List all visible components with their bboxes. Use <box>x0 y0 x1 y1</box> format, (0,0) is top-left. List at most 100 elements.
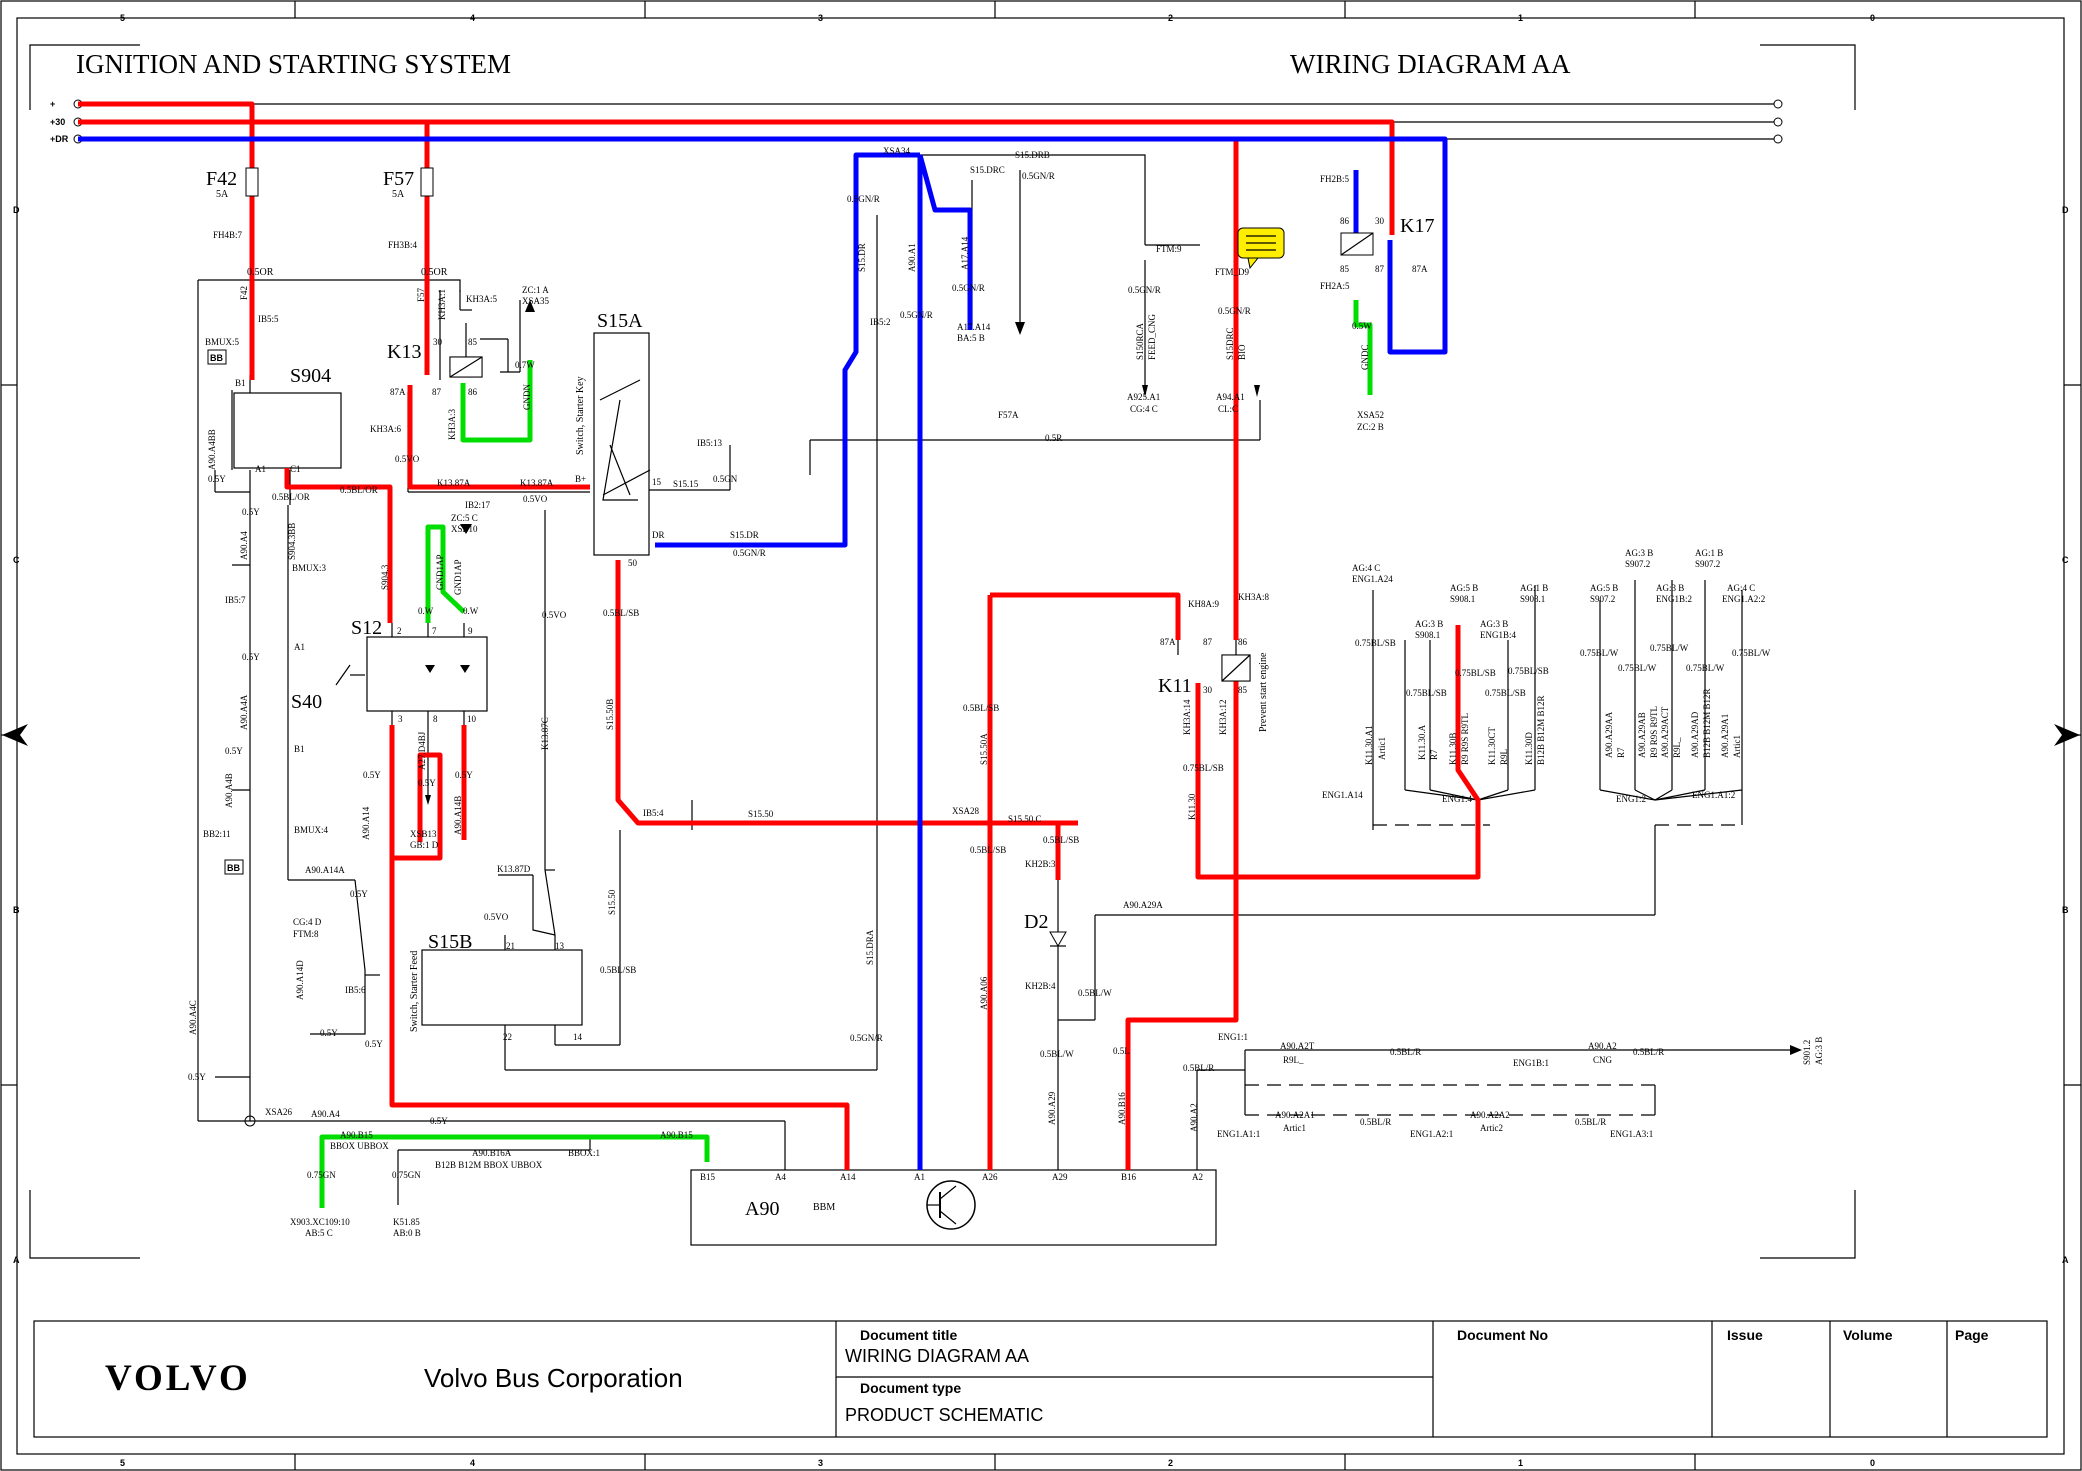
wire-label: A90.B16A <box>472 1148 512 1158</box>
wire-label: A94.A1 <box>1216 392 1245 402</box>
a90-pin: A26 <box>982 1172 998 1182</box>
row-label: C <box>2062 555 2069 565</box>
wire-label: CG:4 C <box>1130 404 1158 414</box>
wire-label: 0.5BL/OR <box>272 492 310 502</box>
wire-label: XSB13 <box>410 829 437 839</box>
wire-label: R9L_ <box>1283 1055 1304 1065</box>
wire-label: A1 <box>255 464 266 474</box>
wire-label: XSA34 <box>883 146 911 156</box>
wire-label: 0.5Y <box>208 474 226 484</box>
wire-label: S901.2 <box>1802 1040 1812 1065</box>
wire-label: 0.5BL/SB <box>963 703 999 713</box>
col-label: 1 <box>1518 1458 1523 1468</box>
wire-label: 14 <box>573 1032 583 1042</box>
wire-label: S908.1 <box>1450 594 1475 604</box>
wire-label: 0.75GN <box>307 1170 336 1180</box>
a90-pin: A2 <box>1192 1172 1203 1182</box>
wire-label: S908.1 <box>1415 630 1440 640</box>
wire-label: BA:5 B <box>957 333 985 343</box>
wire-label: 0.5Y <box>242 507 260 517</box>
wire-label: 0.W <box>463 606 479 616</box>
wire-label: BMUX:3 <box>292 563 327 573</box>
col-label: 4 <box>470 13 475 23</box>
volvo-logo: VOLVO <box>105 1358 251 1399</box>
wire-label: 0.5BL/R <box>1183 1063 1214 1073</box>
wire-label: A90.A2 <box>1189 1103 1199 1132</box>
wire-label: 21 <box>506 941 515 951</box>
wire-label: S15DRC <box>1225 327 1235 360</box>
wire-label: K13.87C <box>540 717 550 750</box>
wire-label: 0.5BL/W <box>1078 988 1112 998</box>
wire-label: IB5:13 <box>697 438 723 448</box>
wire-label: 0.5OR <box>247 267 274 278</box>
wire-label: 0.5L <box>1113 1046 1130 1056</box>
wire-label: 0.75BL/W <box>1732 648 1771 658</box>
d2-label: D2 <box>1024 911 1048 933</box>
doc-title: WIRING DIAGRAM AA <box>845 1346 1029 1366</box>
wire-label: 0.5GN/R <box>900 310 933 320</box>
wire-label: 0.5Y <box>320 1028 338 1038</box>
wire-label: A90.A29A1 <box>1720 714 1730 758</box>
wire-label: S904.3 <box>380 564 390 590</box>
diagram-subtitle: WIRING DIAGRAM AA <box>1290 49 1571 79</box>
wire-label: AG:3 B <box>1415 619 1443 629</box>
wire-label: A90.A29A <box>1123 900 1163 910</box>
wire-label: F42 <box>239 286 249 300</box>
wire-label: ENG1:1 <box>1218 1032 1248 1042</box>
wire-label: IB5:4 <box>643 808 664 818</box>
row-label: A <box>13 1255 20 1265</box>
wire-label: 30 <box>1375 216 1385 226</box>
wire-label: FTM:9 <box>1156 244 1182 254</box>
wire-label: B1 <box>294 744 305 754</box>
wire-label: 0.75BL/SB <box>1355 638 1396 648</box>
wire-label: K11.30B <box>1448 733 1458 765</box>
col-label: 1 <box>1518 13 1523 23</box>
a90-pin: A4 <box>775 1172 786 1182</box>
wire-label: 0.5BL/SB <box>603 608 639 618</box>
wire-label: CNG <box>1593 1055 1613 1065</box>
wire-label: BB <box>227 863 240 873</box>
row-label: A <box>2062 1255 2069 1265</box>
a90-pin: A29 <box>1052 1172 1068 1182</box>
wire-label: 0.5BL/R <box>1575 1117 1606 1127</box>
wire-label: ENG1.A2:1 <box>1410 1129 1453 1139</box>
fuse-f42: F42 5A FH4B:7 <box>206 167 259 240</box>
wire-label: IB5:7 <box>225 595 246 605</box>
wire-label: ENG1.A3:1 <box>1610 1129 1653 1139</box>
wire-label: XSA52 <box>1357 410 1384 420</box>
note-icon[interactable] <box>1237 227 1285 270</box>
wire-label: GNDC <box>1360 344 1370 370</box>
wire-label: Artic1 <box>1283 1123 1306 1133</box>
wire-labels: 0.5OR 0.5OR F42 F57 IB5:5 BMUX:5 B1 A1 C… <box>188 146 1824 1238</box>
wire-label: AG:5 B <box>1590 583 1618 593</box>
wire-label: A27.D4BJ <box>417 731 427 770</box>
s904-label: S904 <box>290 365 331 387</box>
wire-label: 87 <box>432 387 442 397</box>
doc-type-label: Document type <box>860 1380 961 1396</box>
wire-label: IB2:17 <box>465 500 491 510</box>
wire-label: AG:4 C <box>1727 583 1755 593</box>
fuse-f57-rating: 5A <box>392 189 405 200</box>
a90-pin: B15 <box>700 1172 716 1182</box>
wire-label: B12B B12M BBOX UBBOX <box>435 1160 543 1170</box>
wire-label: 3 <box>398 714 403 724</box>
col-label: 5 <box>120 13 125 23</box>
wire-label: 0.75BL/W <box>1618 663 1657 673</box>
wire-label: S908.1 <box>1520 594 1545 604</box>
wire-label: BB <box>210 353 223 363</box>
wire-label: GND1AP <box>435 554 445 590</box>
wire-label: Artic1 <box>1377 737 1387 760</box>
wire-label: 15 <box>652 477 662 487</box>
wire-label: ENG1.A2:2 <box>1722 594 1765 604</box>
blue-wires <box>78 136 1448 1170</box>
wire-label: K11.30.A1 <box>1364 725 1374 765</box>
fuse-f42-label: F42 <box>206 168 237 190</box>
wire-label: R9 R9S R9TL <box>1649 706 1659 758</box>
wire-label: 7 <box>432 626 437 636</box>
wire-label: R7 <box>1429 749 1439 760</box>
wire-label: 0.5BL/R <box>1633 1047 1664 1057</box>
a90-pin: A1 <box>914 1172 925 1182</box>
wire-label: CL:C <box>1218 404 1238 414</box>
col-label: 3 <box>818 13 823 23</box>
